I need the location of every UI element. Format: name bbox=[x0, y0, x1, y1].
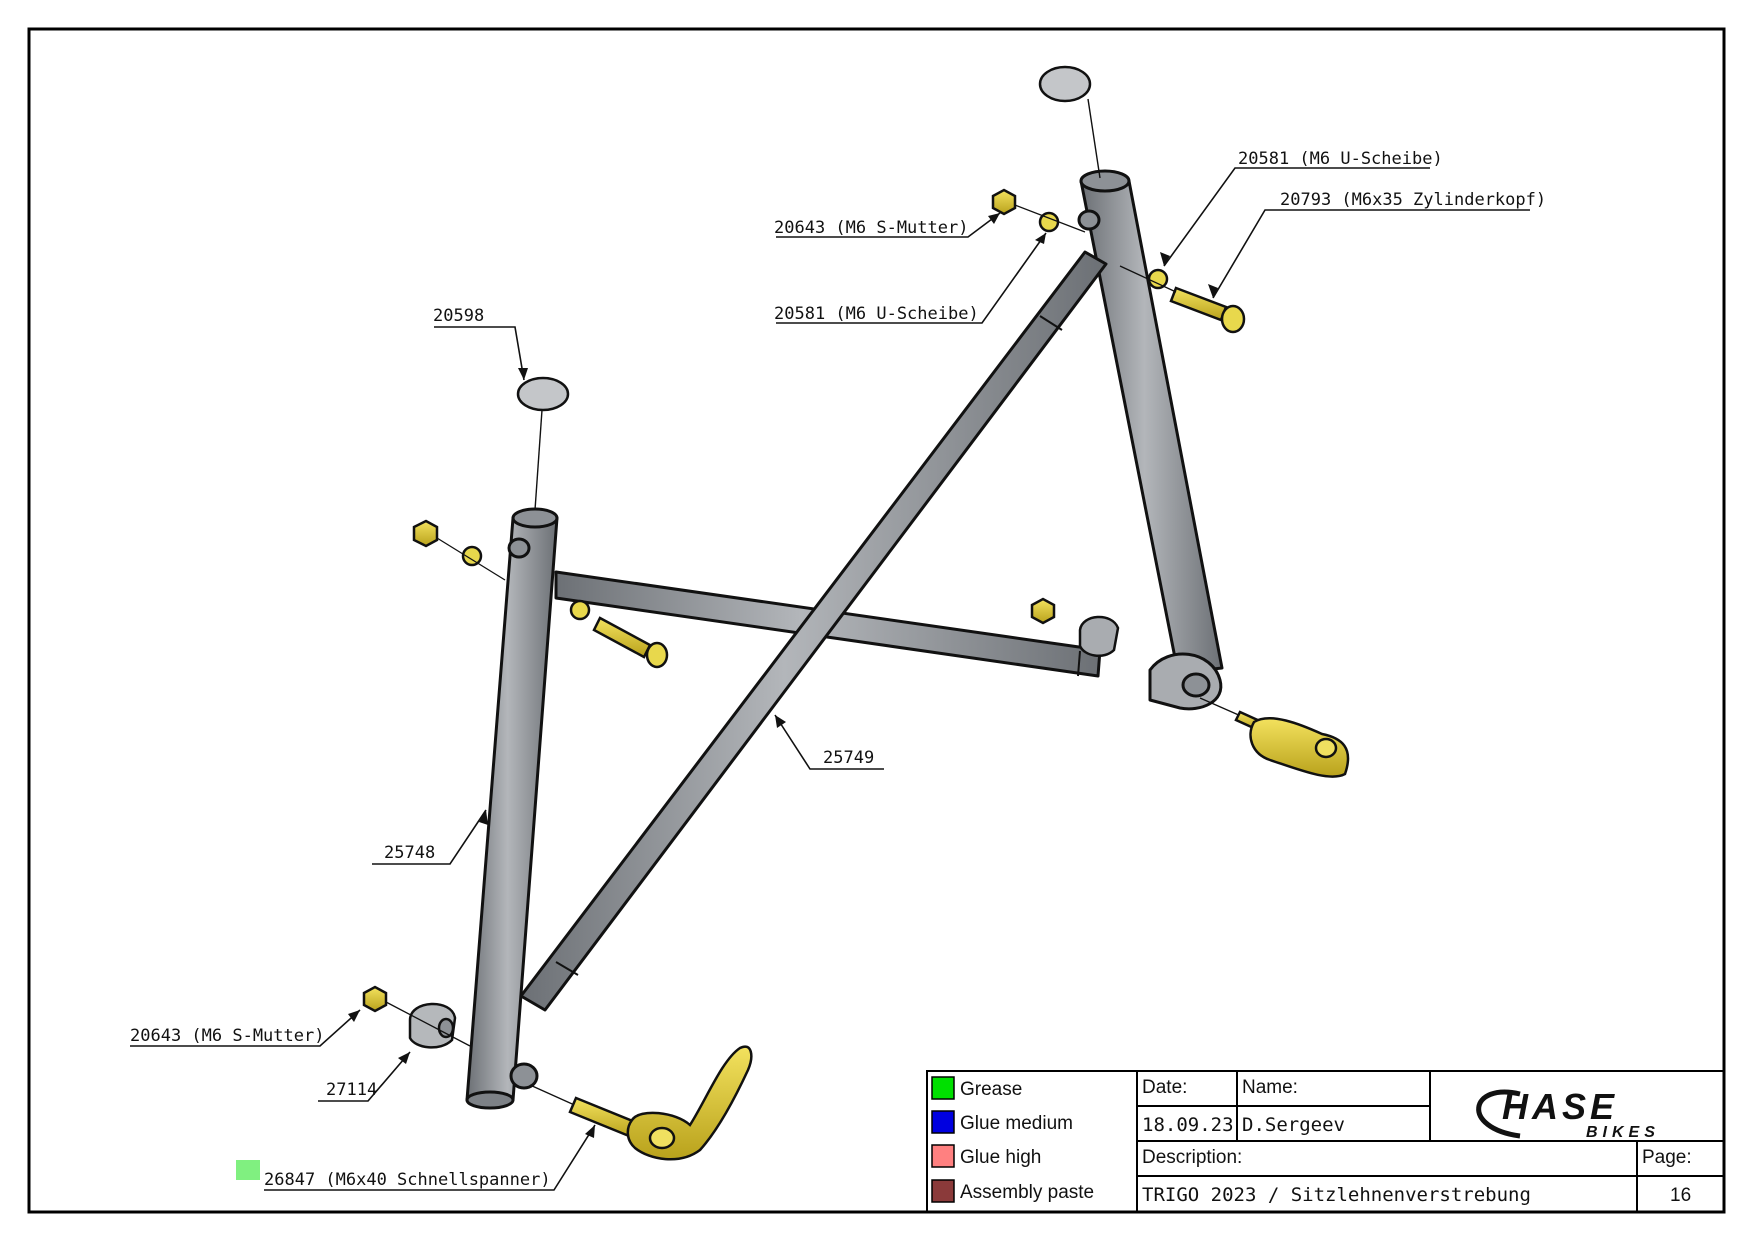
nut-right bbox=[1030, 597, 1056, 625]
quick-release-lever-right bbox=[1249, 717, 1350, 778]
end-cap-top bbox=[1038, 65, 1092, 103]
callout-27114: 27114 bbox=[326, 1080, 377, 1100]
washer-left-2 bbox=[569, 599, 591, 621]
sheet-border bbox=[27, 27, 1726, 1214]
legend-swatch-glue-high bbox=[931, 1144, 955, 1168]
date-label: Date: bbox=[1142, 1077, 1187, 1098]
callout-20793: 20793 (M6x35 Zylinderkopf) bbox=[1280, 190, 1546, 210]
tube-25748-top-opening bbox=[511, 507, 559, 529]
legend-label-glue-high: Glue high bbox=[960, 1147, 1041, 1168]
name-label: Name: bbox=[1242, 1077, 1298, 1098]
nut-20643-bottom bbox=[362, 985, 388, 1013]
callout-20598: 20598 bbox=[433, 306, 484, 326]
hase-bikes-logo: HASE BIKES bbox=[1476, 1086, 1660, 1141]
callout-20581-top: 20581 (M6 U-Scheibe) bbox=[1238, 149, 1443, 169]
legend-swatch-glue-medium bbox=[931, 1110, 955, 1134]
washer-20581-top bbox=[1147, 268, 1169, 290]
tube-25749 bbox=[519, 250, 1108, 1012]
quick-release-26847 bbox=[626, 1045, 753, 1161]
hardware bbox=[362, 65, 1350, 1161]
tube-right-top-opening bbox=[1079, 169, 1131, 193]
name-value: D.Sergeev bbox=[1242, 1114, 1345, 1136]
page-number: 16 bbox=[1670, 1185, 1691, 1206]
end-cap-20598 bbox=[516, 376, 570, 412]
callout-26847: 26847 (M6x40 Schnellspanner) bbox=[264, 1170, 551, 1190]
callout-20581-mid: 20581 (M6 U-Scheibe) bbox=[774, 304, 979, 324]
spacer-right bbox=[1078, 615, 1120, 658]
frame-tubes bbox=[465, 169, 1224, 1110]
tube-25748 bbox=[465, 516, 559, 1102]
callout-20643-bottom: 20643 (M6 S-Mutter) bbox=[130, 1026, 324, 1046]
legend-swatch-grease bbox=[931, 1076, 955, 1100]
description-label: Description: bbox=[1142, 1147, 1242, 1168]
tube-right bbox=[1079, 179, 1224, 675]
legend-label-assembly-paste: Assembly paste bbox=[960, 1182, 1094, 1203]
callout-25749: 25749 bbox=[823, 748, 874, 768]
logo-main-text: HASE bbox=[1502, 1086, 1618, 1127]
washer-left bbox=[461, 545, 483, 567]
logo-swoosh bbox=[1476, 1089, 1521, 1139]
title-block bbox=[926, 1070, 1725, 1213]
leader-arrowheads bbox=[348, 213, 1218, 1138]
leader-lines bbox=[130, 167, 1530, 1191]
bolt-20793 bbox=[1169, 286, 1228, 322]
legend: Grease Glue medium Glue high Assembly pa… bbox=[931, 1076, 1094, 1203]
nut-20643-top bbox=[991, 188, 1017, 216]
legend-label-grease: Grease bbox=[960, 1079, 1022, 1100]
legend-label-glue-medium: Glue medium bbox=[960, 1113, 1073, 1134]
callout-25748: 25748 bbox=[384, 843, 435, 863]
date-value: 18.09.23 bbox=[1142, 1114, 1234, 1136]
bolt-left bbox=[592, 616, 652, 659]
description-value: TRIGO 2023 / Sitzlehnenverstrebung bbox=[1142, 1184, 1531, 1206]
callout-26847-color-marker bbox=[236, 1160, 260, 1180]
logo-sub-text: BIKES bbox=[1586, 1124, 1660, 1141]
page-label: Page: bbox=[1642, 1147, 1692, 1168]
callout-20643-top: 20643 (M6 S-Mutter) bbox=[774, 218, 968, 238]
nut-left bbox=[412, 519, 439, 548]
legend-swatch-assembly-paste bbox=[931, 1179, 955, 1203]
